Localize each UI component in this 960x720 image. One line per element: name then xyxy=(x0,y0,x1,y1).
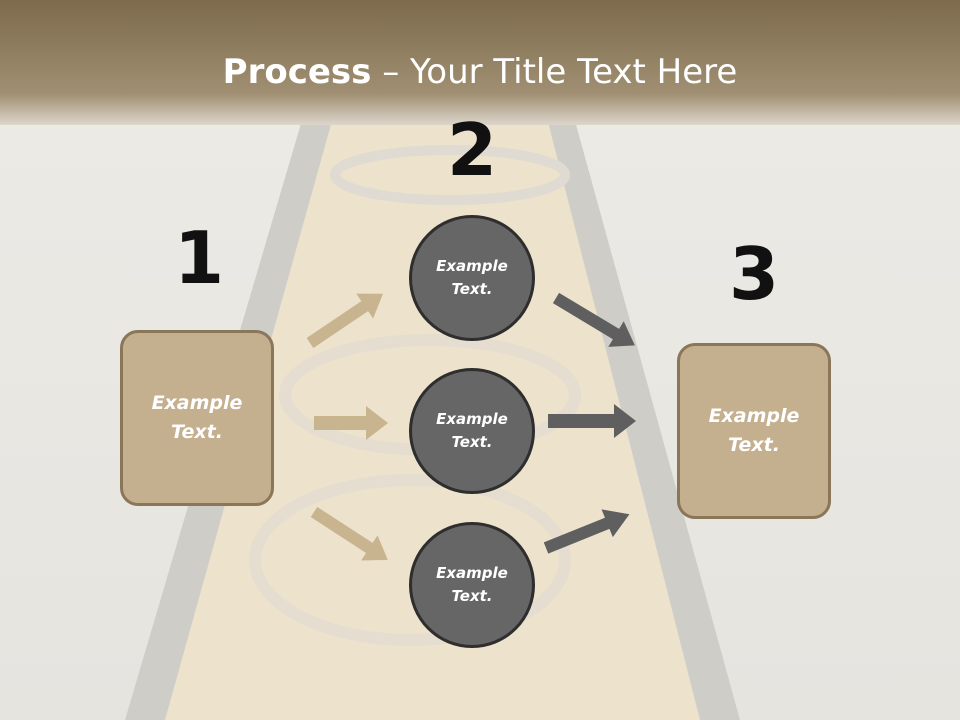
step-number-2: 2 xyxy=(446,108,498,192)
step-number-3: 3 xyxy=(728,232,780,316)
arrow-from-circle-center xyxy=(548,404,636,438)
arrow-to-circle-bottom xyxy=(310,506,388,561)
circle-top-line1: Example xyxy=(436,257,508,275)
title-dash: – xyxy=(371,52,411,92)
arrow-from-circle-bottom xyxy=(543,509,630,554)
middle-circle-center: Example Text. xyxy=(409,368,535,494)
page-title: Process – Your Title Text Here xyxy=(0,52,960,92)
middle-circle-top: Example Text. xyxy=(409,215,535,341)
title-bold: Process xyxy=(222,52,372,92)
start-box-line1: Example xyxy=(151,392,243,414)
end-box: Example Text. xyxy=(677,343,831,519)
arrow-to-circle-top xyxy=(306,293,383,348)
circle-top-line2: Text. xyxy=(451,280,493,298)
circle-center-line1: Example xyxy=(436,410,508,428)
middle-circle-bottom: Example Text. xyxy=(409,522,535,648)
end-box-line2: Text. xyxy=(728,434,780,456)
circle-center-line2: Text. xyxy=(451,433,493,451)
circle-bottom-line1: Example xyxy=(436,564,508,582)
start-box-line2: Text. xyxy=(171,421,223,443)
arrow-from-circle-top xyxy=(552,292,635,347)
end-box-line1: Example xyxy=(708,405,800,427)
step-number-1: 1 xyxy=(173,216,225,300)
title-rest: Your Title Text Here xyxy=(410,52,738,92)
circle-bottom-line2: Text. xyxy=(451,587,493,605)
arrow-to-circle-center xyxy=(314,406,388,440)
start-box: Example Text. xyxy=(120,330,274,506)
